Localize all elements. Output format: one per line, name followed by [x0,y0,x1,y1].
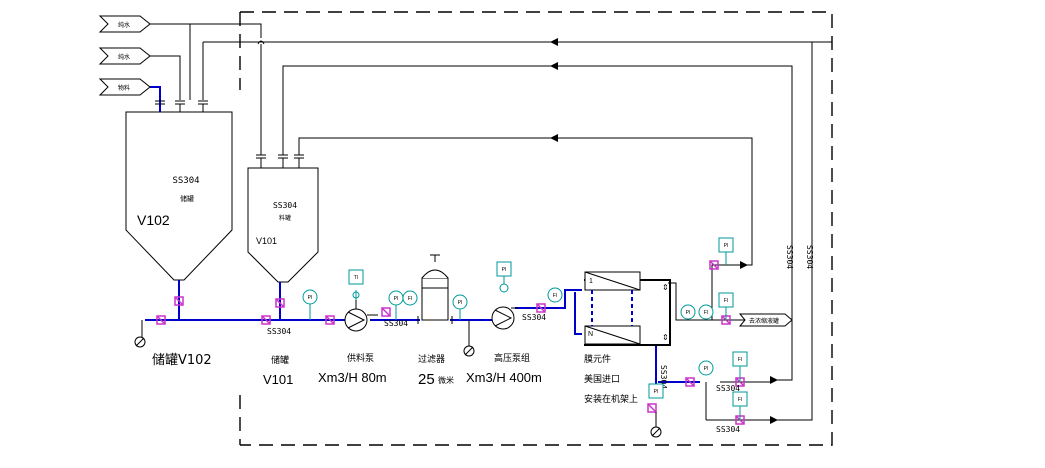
svg-text:PI: PI [704,366,709,372]
caption-hp-pump: 高压泵组 [494,352,530,364]
instrument-fi-2: FI [547,287,563,303]
caption-filter-unit: 微米 [438,375,454,385]
pipe-material-5: SS304 [716,384,740,393]
svg-text:FI: FI [738,357,742,363]
instrument-pi-1: PI [302,289,318,320]
svg-text:PI: PI [394,296,399,302]
svg-text:PI: PI [724,243,729,249]
svg-text:⇕: ⇕ [662,283,669,292]
svg-text:V102: V102 [137,212,170,228]
tank-v102: SS304 储罐 V102 [125,111,233,320]
source-flag-3: 物料 [98,78,151,96]
caption-feed-pump: 供料泵 [347,352,374,364]
svg-text:⇕: ⇕ [662,333,669,342]
instrument-pi-3: PI [452,294,468,320]
svg-text:FI: FI [738,397,742,403]
v102-nozzles [155,42,208,112]
main-line-valves [156,260,745,425]
source-flag-1: 纯水 [98,15,151,33]
drain-symbols [134,336,662,438]
feed-pump [344,300,378,332]
v101-outlet-valve [275,298,285,308]
svg-text:纯水: 纯水 [118,21,130,29]
membrane-rack: 1 N ⇕ ⇕ [584,271,671,346]
instrument-fi-1: FI [402,290,418,306]
skid-boundary [239,11,833,446]
instrument-pi-2: PI [388,290,404,320]
svg-text:SS304: SS304 [273,201,297,210]
instrument-pi-6: PI FI [680,304,714,320]
svg-text:SS304: SS304 [172,176,199,186]
pipe-material-3: SS304 [522,313,546,322]
svg-text:PI: PI [308,295,313,301]
svg-text:N: N [588,331,593,338]
source-flag-2: 纯水 [98,47,151,65]
instrument-pi-4: PI [496,261,512,293]
instrument-pi-7: PI FI FI PI [648,351,748,420]
caption-v101-name: 储罐 [271,354,289,366]
svg-text:FI: FI [553,293,557,299]
pipe-material-4: SS304 [659,365,668,389]
svg-text:储罐: 储罐 [180,194,194,203]
caption-feed-pump-spec: Xm3/H 80m [318,370,387,385]
instrument-ti-1: TI [348,269,364,300]
svg-text:FI: FI [408,296,412,302]
svg-text:FI: FI [724,298,728,304]
caption-filter: 过滤器 [418,353,445,365]
caption-membrane-3: 安装在机架上 [584,393,638,405]
tank-v101: SS304 料罐 V101 [247,167,319,320]
caption-hp-pump-spec: Xm3/H 400m [466,370,542,385]
caption-v102: 储罐V102 [152,353,212,368]
instrument-fi-3: FI [718,292,734,320]
bypass-line [141,264,770,421]
return-line-material-1: SS304 [785,245,794,269]
pipe-material-2: SS304 [384,319,408,328]
return-arrows [550,38,778,424]
v102-outlet-valve [174,296,184,306]
svg-text:PI: PI [502,267,507,273]
caption-filter-spec: 25 [418,371,435,388]
svg-text:PI: PI [458,300,463,306]
svg-text:料罐: 料罐 [279,214,291,222]
instrument-pi-5: PI [718,237,734,265]
svg-text:PI: PI [654,389,659,395]
svg-text:V101: V101 [256,236,277,246]
svg-text:1: 1 [589,278,593,285]
svg-text:FI: FI [704,310,708,316]
high-pressure-pump [491,306,518,330]
pipe-material-1: SS304 [267,327,291,336]
caption-membrane-2: 美国进口 [584,373,620,385]
material-feed-line [150,86,161,112]
return-line-material-2: SS304 [805,245,814,269]
svg-text:PI: PI [686,310,691,316]
svg-text:物料: 物料 [118,84,130,92]
svg-text:纯水: 纯水 [118,53,130,61]
caption-v101-code: V101 [263,372,293,387]
pipe-material-6: SS304 [716,425,740,434]
cartridge-filter [417,254,453,324]
caption-membrane-1: 膜元件 [584,353,611,365]
concentrate-outlet-flag: 去浓缩液罐 [738,313,793,327]
flag-feed-lines [150,23,191,100]
svg-text:去浓缩液罐: 去浓缩液罐 [749,317,779,325]
svg-text:TI: TI [354,275,358,281]
